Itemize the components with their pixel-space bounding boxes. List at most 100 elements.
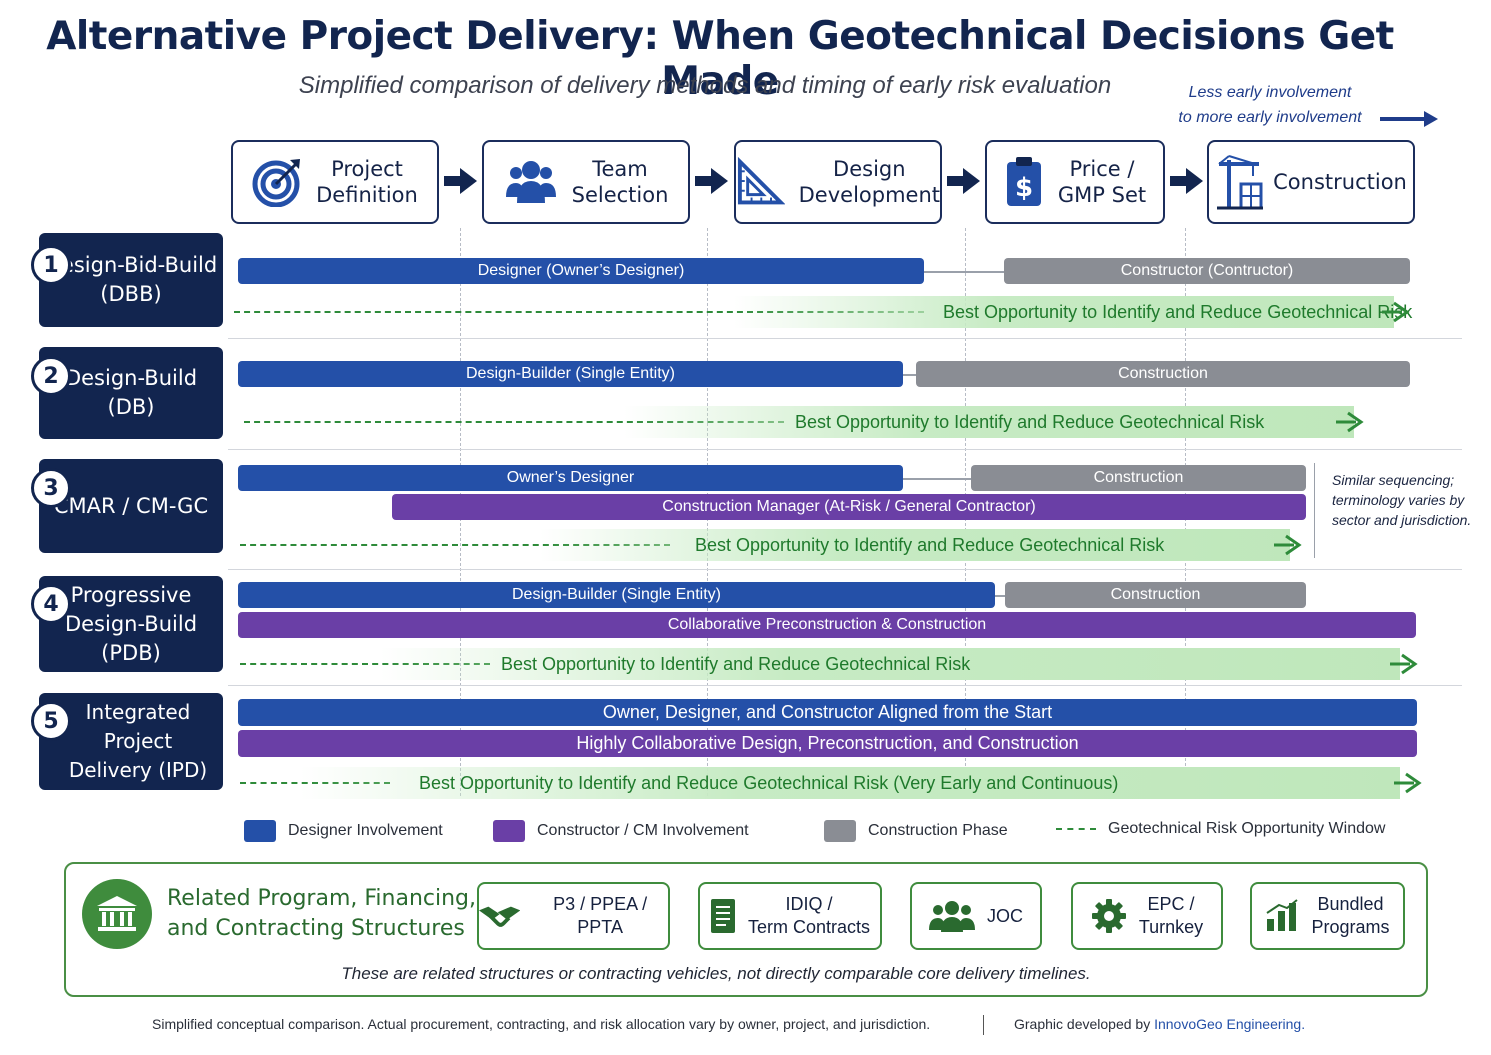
method-label-cmar: CMAR / CM-GC [39, 459, 223, 553]
legend-item-risk-window: Geotechnical Risk Opportunity Window [1056, 820, 1385, 838]
legend-label: Designer Involvement [288, 822, 443, 839]
cmar-side-note: Similar sequencing; terminology varies b… [1332, 472, 1472, 528]
drafting-triangle-icon [737, 157, 785, 205]
legend-swatch [244, 820, 276, 842]
direction-arrow-icon [1380, 111, 1438, 127]
chip-bundled: Bundled Programs [1250, 882, 1405, 950]
risk-band [540, 529, 1290, 561]
designer-bar: Owner, Designer, and Constructor Aligned… [238, 699, 1417, 726]
handshake-icon [479, 906, 521, 927]
legend-item-constructor: Constructor / CM Involvement [493, 820, 749, 842]
chip-label: EPC / Turnkey [1138, 894, 1204, 937]
risk-dashed-line [244, 421, 784, 423]
constructor-bar: Construction Manager (At-Risk / General … [392, 494, 1306, 520]
row-separator [228, 338, 1462, 339]
method-label-db: Design-Build (DB) [39, 347, 223, 439]
svg-text:$: $ [1015, 173, 1033, 203]
legend-label: Geotechnical Risk Opportunity Window [1108, 820, 1386, 837]
risk-opportunity-label: Best Opportunity to Identify and Reduce … [695, 535, 1165, 555]
legend-dash [1056, 828, 1096, 830]
construction-bar: Construction [971, 465, 1306, 491]
stage-design-development: Design Development [734, 140, 942, 224]
team-icon [505, 161, 556, 203]
chip-label: Bundled Programs [1311, 894, 1390, 937]
row-separator [228, 449, 1462, 450]
footer-credit-prefix: Graphic developed by [1014, 1016, 1151, 1032]
designer-bar: Design-Builder (Single Entity) [238, 361, 903, 387]
chip-epc: EPC / Turnkey [1071, 882, 1223, 950]
risk-opportunity-window: Best Opportunity to Identify and Reduce … [240, 648, 1420, 680]
risk-opportunity-window: Best Opportunity to Identify and Reduce … [240, 767, 1424, 799]
row-separator [228, 569, 1462, 570]
stage-label: Project Definition [316, 157, 418, 207]
legend-swatch [824, 820, 856, 842]
direction-note-line2: to more early involvement [1178, 109, 1362, 126]
stage-price-gmp-set: $ Price / GMP Set [985, 140, 1165, 224]
chip-label: IDIQ / Term Contracts [747, 894, 871, 937]
related-structures-title: Related Program, Financing, and Contract… [167, 886, 476, 941]
bar-connector [924, 271, 1004, 273]
page-subtitle: Simplified comparison of delivery method… [298, 72, 1112, 99]
crane-icon [1217, 155, 1264, 210]
gear-icon [1091, 899, 1126, 933]
method-label-pdb: Progressive Design-Build (PDB) [39, 576, 223, 672]
stage-label: Design Development [798, 157, 940, 207]
risk-band [380, 648, 1400, 680]
bar-connector [995, 595, 1005, 597]
risk-band [300, 767, 1400, 799]
related-structures-note: These are related structures or contract… [341, 964, 1091, 983]
legend-swatch [493, 820, 525, 842]
method-number: 1 [31, 245, 71, 285]
constructor-bar: Collaborative Preconstruction & Construc… [238, 612, 1416, 638]
construction-bar: Construction [916, 361, 1410, 387]
method-number: 3 [31, 468, 71, 508]
designer-bar: Designer (Owner’s Designer) [238, 258, 924, 284]
legend-item-construction: Construction Phase [824, 820, 1008, 842]
risk-opportunity-label: Best Opportunity to Identify and Reduce … [795, 412, 1265, 432]
designer-bar: Design-Builder (Single Entity) [238, 582, 995, 608]
footer-credit-brand: InnovoGeo Engineering. [1154, 1016, 1306, 1032]
flow-arrow-icon [947, 168, 980, 194]
direction-note: Less early involvement to more early inv… [1150, 80, 1390, 130]
stage-construction: Construction [1207, 140, 1415, 224]
risk-band [734, 296, 1394, 328]
arrow-right-icon [1390, 653, 1418, 675]
flow-arrow-icon [1170, 168, 1203, 194]
bank-building-icon [82, 879, 152, 949]
constructor-bar: Highly Collaborative Design, Preconstruc… [238, 730, 1417, 757]
bar-connector [903, 478, 971, 480]
group-icon [929, 901, 975, 932]
arrow-right-icon [1382, 301, 1410, 323]
chip-label: P3 / PPEA / PPTA [553, 894, 648, 937]
designer-bar: Owner’s Designer [238, 465, 903, 491]
stage-label: Price / GMP Set [1057, 157, 1147, 207]
stage-label: Team Selection [571, 157, 669, 207]
flow-arrow-icon [444, 168, 477, 194]
risk-opportunity-label: Best Opportunity to Identify and Reduce … [501, 654, 971, 674]
risk-dashed-line [234, 311, 924, 313]
chip-label: JOC [987, 905, 1023, 926]
row-separator [228, 685, 1462, 686]
bar-chart-icon [1266, 899, 1299, 931]
construction-bar: Constructor (Contructor) [1004, 258, 1410, 284]
footer-credit: Graphic developed by InnovoGeo Engineeri… [1014, 1016, 1305, 1032]
chip-p3: P3 / PPEA / PPTA [477, 882, 670, 950]
legend-item-designer: Designer Involvement [244, 820, 443, 842]
arrow-right-icon [1336, 411, 1364, 433]
bar-connector [903, 374, 916, 376]
risk-opportunity-window: Best Opportunity to Identify and Reduce … [234, 296, 1414, 328]
page-title: Alternative Project Delivery: When Geote… [46, 14, 1394, 104]
risk-opportunity-label: Best Opportunity to Identify and Reduce … [943, 302, 1413, 322]
document-icon [710, 899, 735, 933]
risk-band [624, 406, 1354, 438]
method-number: 4 [31, 584, 71, 624]
arrow-right-icon [1394, 772, 1422, 794]
method-label-ipd: Integrated Project Delivery (IPD) [39, 693, 223, 790]
direction-note-line1: Less early involvement [1188, 84, 1352, 101]
footer-divider [983, 1015, 984, 1035]
construction-bar: Construction [1005, 582, 1306, 608]
footer-disclaimer: Simplified conceptual comparison. Actual… [152, 1016, 931, 1032]
chip-idiq: IDIQ / Term Contracts [698, 882, 882, 950]
stage-label: Construction [1273, 170, 1407, 194]
note-bracket [1314, 463, 1322, 558]
